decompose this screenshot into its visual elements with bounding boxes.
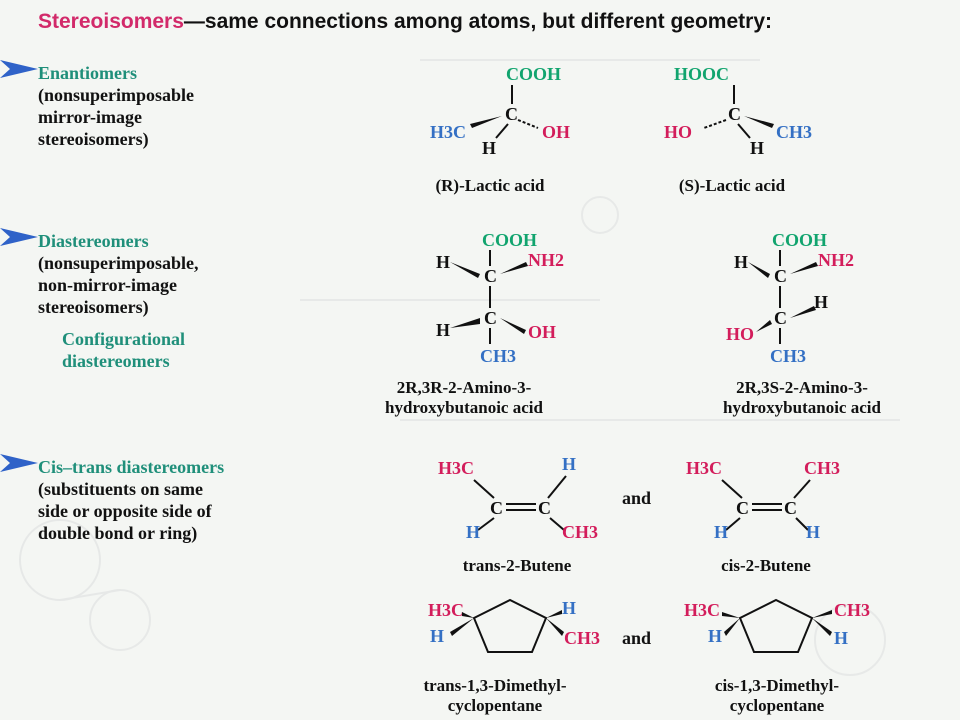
title-rest: —same connections among atoms, but diffe… — [183, 10, 772, 33]
carbon-atom: C — [728, 104, 741, 124]
caption-line: hydroxybutanoic acid — [723, 398, 881, 417]
cistrans-heading: Cis–trans diastereomers — [38, 457, 225, 477]
bullet-arrow-icon — [0, 228, 38, 246]
caption-line: cis-1,3-Dimethyl- — [714, 676, 840, 695]
configurational-label: Configurational diastereomers — [62, 328, 185, 372]
ho-group: HO — [664, 122, 692, 142]
h3c-group: H3C — [684, 600, 720, 620]
h3c-group: H3C — [430, 122, 466, 142]
and-label: and — [622, 488, 652, 508]
hydrogen-atom: H — [734, 252, 748, 272]
page-title: Stereoisomers—same connections among ato… — [38, 10, 772, 34]
r-lactic-caption: (R)-Lactic acid — [435, 176, 545, 195]
bullet-arrow-icon — [0, 454, 38, 472]
cistrans-desc-line: (substituents on same — [38, 479, 204, 499]
carbon-atom: C — [736, 498, 749, 518]
ch3-group: CH3 — [564, 628, 600, 648]
ch3-group: CH3 — [776, 122, 812, 142]
caption-line: hydroxybutanoic acid — [385, 398, 543, 417]
cooh-group: COOH — [482, 230, 537, 250]
title-accent: Stereoisomers — [38, 10, 184, 33]
enantiomers-desc-line: mirror-image — [38, 107, 142, 127]
carbon-atom: C — [505, 104, 518, 124]
caption-line: cyclopentane — [729, 696, 825, 715]
hydrogen-atom: H — [708, 626, 722, 646]
caption-line: 2R,3S-2-Amino-3- — [736, 378, 868, 397]
ch3-group: CH3 — [834, 600, 870, 620]
hydrogen-atom: H — [562, 598, 576, 618]
enantiomers-label: Enantiomers (nonsuperimposable mirror-im… — [38, 62, 194, 150]
carbon-atom: C — [484, 266, 497, 286]
hydrogen-atom: H — [482, 138, 496, 158]
trans-2-butene-structure: H3C H C C H CH3 — [438, 454, 598, 542]
2r3s-caption: 2R,3S-2-Amino-3- hydroxybutanoic acid — [692, 378, 912, 418]
cistrans-label: Cis–trans diastereomers (substituents on… — [38, 456, 224, 544]
r-lactic-acid-structure: COOH C H3C OH H — [430, 64, 570, 158]
ho-group: HO — [726, 324, 754, 344]
2r3r-amino-acid-structure: COOH C H NH2 C H OH CH3 — [436, 230, 564, 366]
h3c-group: H3C — [428, 600, 464, 620]
caption-line: trans-1,3-Dimethyl- — [423, 676, 567, 695]
and-label: and — [622, 628, 652, 648]
2r3r-caption: 2R,3R-2-Amino-3- hydroxybutanoic acid — [364, 378, 564, 418]
hydrogen-atom: H — [436, 320, 450, 340]
enantiomers-desc-line: stereoisomers) — [38, 129, 149, 149]
ch3-group: CH3 — [562, 522, 598, 542]
nh2-group: NH2 — [528, 250, 564, 270]
carbon-atom: C — [538, 498, 551, 518]
bullet-arrow-icon — [0, 60, 38, 78]
hydrogen-atom: H — [750, 138, 764, 158]
ch3-group: CH3 — [770, 346, 806, 366]
s-lactic-acid-structure: HOOC C HO CH3 H — [664, 64, 812, 158]
oh-group: OH — [528, 322, 556, 342]
ch3-group: CH3 — [804, 458, 840, 478]
carbon-atom: C — [490, 498, 503, 518]
enantiomers-heading: Enantiomers — [38, 63, 137, 83]
configurational-line: diastereomers — [62, 351, 170, 371]
hydrogen-atom: H — [430, 626, 444, 646]
diastereomers-label: Diastereomers (nonsuperimposable, non-mi… — [38, 230, 199, 318]
caption-line: 2R,3R-2-Amino-3- — [396, 378, 532, 397]
cis-cyclopentane-caption: cis-1,3-Dimethyl- cyclopentane — [672, 676, 882, 716]
2r3s-amino-acid-structure: COOH C H NH2 C HO H CH3 — [726, 230, 854, 366]
enantiomers-desc-line: (nonsuperimposable — [38, 85, 195, 105]
cis-2-butene-structure: H3C CH3 C C H H — [686, 458, 840, 542]
carbon-atom: C — [484, 308, 497, 328]
hydrogen-atom: H — [562, 454, 576, 474]
cistrans-desc-line: double bond or ring) — [38, 523, 198, 543]
cis-dimethylcyclopentane-structure: H3C H CH3 H — [684, 598, 870, 653]
hydrogen-atom: H — [436, 252, 450, 272]
trans-butene-caption: trans-2-Butene — [462, 556, 572, 575]
trans-cyclopentane-caption: trans-1,3-Dimethyl- cyclopentane — [380, 676, 610, 716]
hooc-group: HOOC — [674, 64, 729, 84]
h3c-group: H3C — [438, 458, 474, 478]
caption-line: cyclopentane — [447, 696, 543, 715]
cooh-group: COOH — [772, 230, 827, 250]
carbon-atom: C — [774, 308, 787, 328]
diastereomers-desc-line: (nonsuperimposable, — [38, 253, 199, 273]
cis-butene-caption: cis-2-Butene — [721, 556, 811, 575]
nh2-group: NH2 — [818, 250, 854, 270]
ch3-group: CH3 — [480, 346, 516, 366]
cistrans-desc-line: side or opposite side of — [38, 501, 212, 521]
trans-dimethylcyclopentane-structure: H3C H H CH3 — [428, 598, 600, 653]
diastereomers-heading: Diastereomers — [38, 231, 149, 251]
hydrogen-atom: H — [834, 628, 848, 648]
hydrogen-atom: H — [814, 292, 828, 312]
carbon-atom: C — [784, 498, 797, 518]
diastereomers-desc-line: non-mirror-image — [38, 275, 177, 295]
carbon-atom: C — [774, 266, 787, 286]
hydrogen-atom: H — [806, 522, 820, 542]
oh-group: OH — [542, 122, 570, 142]
h3c-group: H3C — [686, 458, 722, 478]
s-lactic-caption: (S)-Lactic acid — [678, 176, 786, 195]
cooh-group: COOH — [506, 64, 561, 84]
configurational-line: Configurational — [62, 329, 186, 349]
hydrogen-atom: H — [714, 522, 728, 542]
hydrogen-atom: H — [466, 522, 480, 542]
diastereomers-desc-line: stereoisomers) — [38, 297, 149, 317]
